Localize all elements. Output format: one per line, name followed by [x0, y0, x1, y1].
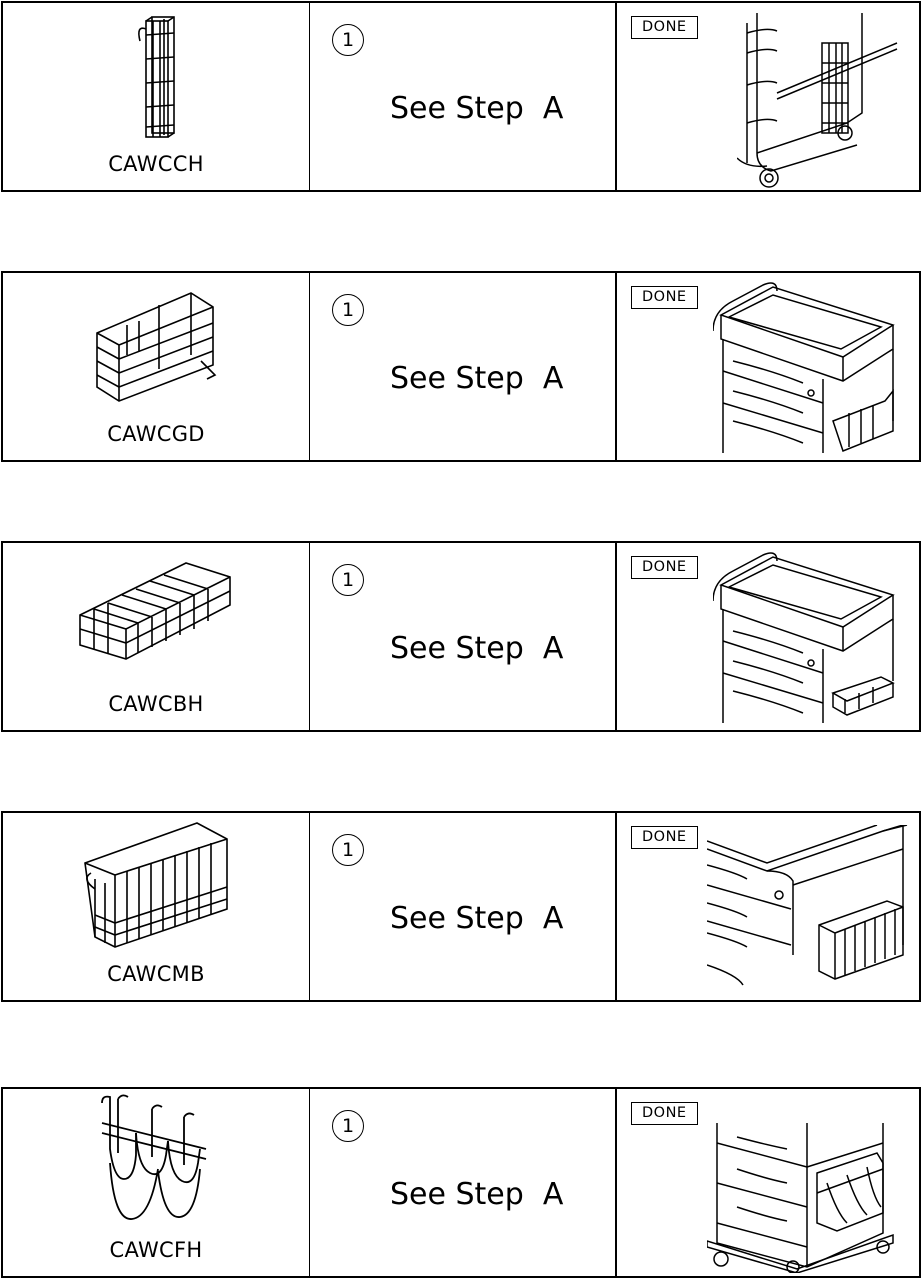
step-number-circle: 1: [332, 24, 364, 56]
done-cell: DONE: [617, 1089, 919, 1276]
done-cell: DONE: [617, 273, 919, 460]
cart-top-illustration: [713, 552, 895, 723]
see-step-text: See Step A: [390, 91, 564, 126]
product-code: CAWCMB: [107, 962, 205, 986]
instruction-row-cawcch: CAWCCH 1 See Step A DONE: [1, 1, 921, 192]
cart-base-illustration: [707, 1123, 894, 1273]
glove-dispenser-illustration: [96, 292, 217, 402]
step-cell: 1 See Step A: [310, 543, 617, 730]
accessory-cell: CAWCGD: [3, 273, 310, 460]
cart-side-illustration: [737, 13, 898, 188]
see-step-text: See Step A: [390, 901, 564, 936]
step-cell: 1 See Step A: [310, 1089, 617, 1276]
accessory-cell: CAWCBH: [3, 543, 310, 730]
step-cell: 1 See Step A: [310, 273, 617, 460]
see-step-text: See Step A: [390, 361, 564, 396]
accessory-cell: CAWCFH: [3, 1089, 310, 1276]
accessory-cell: CAWCCH: [3, 3, 310, 190]
chart-holder-illustration: [138, 16, 175, 138]
step-number-circle: 1: [332, 564, 364, 596]
instruction-row-cawcgd: CAWCGD 1 See Step A DONE: [1, 271, 921, 462]
step-cell: 1 See Step A: [310, 3, 617, 190]
done-label: DONE: [631, 826, 698, 849]
step-number-circle: 1: [332, 1110, 364, 1142]
done-label: DONE: [631, 286, 698, 309]
done-cell: DONE: [617, 543, 919, 730]
cart-top-illustration: [713, 282, 895, 453]
step-number-circle: 1: [332, 294, 364, 326]
done-label: DONE: [631, 556, 698, 579]
instruction-row-cawcbh: CAWCBH 1 See Step A DONE: [1, 541, 921, 732]
step-cell: 1 See Step A: [310, 813, 617, 1000]
step-number-circle: 1: [332, 834, 364, 866]
see-step-text: See Step A: [390, 631, 564, 666]
multi-basket-illustration: [84, 822, 228, 948]
done-cell: DONE: [617, 3, 919, 190]
instruction-row-cawcfh: CAWCFH 1 See Step A DONE: [1, 1087, 921, 1278]
product-code: CAWCCH: [108, 152, 204, 176]
file-holder-illustration: [101, 1094, 207, 1220]
done-label: DONE: [631, 1102, 698, 1125]
product-code: CAWCBH: [108, 692, 204, 716]
done-label: DONE: [631, 16, 698, 39]
instruction-row-cawcmb: CAWCMB 1 See Step A DONE: [1, 811, 921, 1002]
product-code: CAWCGD: [107, 422, 205, 446]
product-code: CAWCFH: [109, 1238, 203, 1262]
see-step-text: See Step A: [390, 1177, 564, 1212]
done-cell: DONE: [617, 813, 919, 1000]
accessory-cell: CAWCMB: [3, 813, 310, 1000]
cart-corner-illustration: [707, 825, 908, 986]
bulk-holder-illustration: [79, 562, 231, 660]
